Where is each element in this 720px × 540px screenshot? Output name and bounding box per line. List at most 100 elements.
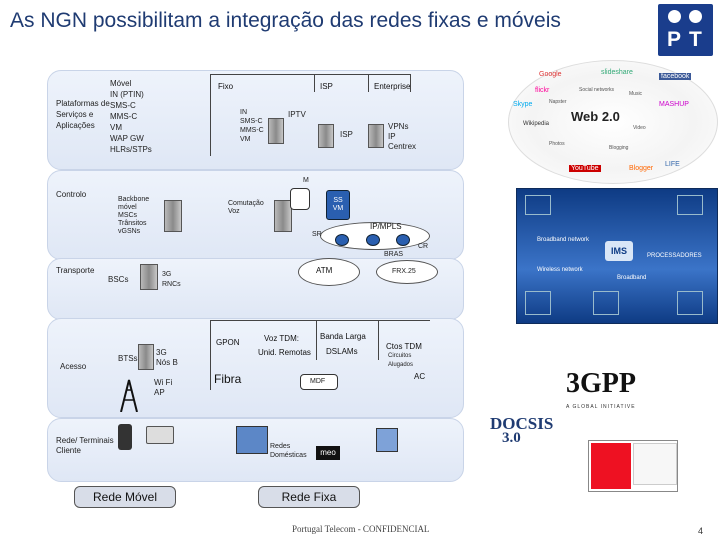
web20-graphic: Web 2.0 Google slideshare facebook flick… [508,60,718,184]
bts-label: BTSs [118,354,138,363]
service-item: HLRs/STPs [110,145,152,154]
comutacao-label: Comutação Voz [228,200,264,216]
connector-line [410,74,411,92]
cr-label: CR [418,243,429,250]
fixo-services: IN SMS-C MMS-C VM [240,108,264,144]
fixo-label: Fixo [218,82,234,91]
layer-label-transporte: Transporte [56,266,95,275]
comutacao-text: Comutação [228,200,264,207]
ip-label: IP [388,132,396,141]
backbone-text: MSCs [118,212,138,219]
rncs-text: RNCs [162,281,181,288]
connector-line [210,320,430,321]
iptv-server-icon [268,118,284,144]
nodeb-text: 3G [156,348,167,357]
service-item: MMS-C [110,112,138,121]
web20-tag: Photos [549,141,565,147]
confidential-note: Portugal Telecom - CONFIDENCIAL [292,524,430,534]
redes-domesticas-text: Redes [270,443,291,450]
m-label: M [303,177,309,184]
meo-box: meo [316,446,340,460]
rncs-text: 3G [162,271,172,278]
ims-label: IMS [605,241,633,261]
service-item: SMS-C [110,101,136,110]
dslams-label: DSLAMs [326,347,358,356]
vpns-label: VPNs [388,122,409,131]
bts-server-icon [138,344,154,370]
web20-tag: Google [539,71,562,78]
backbone-server-icon [164,200,182,232]
enterprise-services: VPNs IP Centrex [388,122,416,152]
web20-tag: Music [629,91,643,97]
connector-line [314,74,315,92]
mdf-box [300,374,338,390]
ims-device-icon [593,291,619,315]
phone-icon [118,424,132,450]
ims-caption: PROCESSADORES [647,253,702,259]
threegpp-logo: 3GPP [566,368,636,399]
connector-line [368,74,369,92]
pc-icon [236,426,268,454]
page-title: As NGN possibilitam a integração das red… [10,9,561,32]
layer-label-acesso: Acesso [60,362,87,371]
ssvm-text: VM [332,205,344,212]
threegpp-subtitle: A GLOBAL INITIATIVE [566,404,636,410]
ssvm-router-icon: SS VM [326,190,350,220]
service-item: IN (PTIN) [110,90,144,99]
m-box [290,188,310,210]
band-plataformas [47,70,464,170]
comutacao-server-icon [274,200,292,232]
router-icon [366,234,380,246]
docsis-logo: DOCSIS [490,414,554,433]
backbone-text: vGSNs [118,228,141,235]
web20-tag: LIFE [665,161,680,168]
connector-line [210,74,211,156]
service-item: VM [110,123,122,132]
web20-tag: Blogging [609,145,629,151]
centrex-label: Centrex [388,142,417,151]
iptv-label: IPTV [288,110,306,119]
circuitos-label: Circuitos Alugados [388,352,413,370]
logo-letter-p: P [667,28,682,51]
wifi-text: AP [154,388,165,397]
frx25-label: FRX.25 [392,268,416,275]
rncs-label: 3G RNCs [162,270,181,290]
ac-label: AC [414,372,426,381]
ims-device-icon [525,195,551,215]
bscs-server-icon [140,264,158,290]
isp-server-icon [318,124,334,148]
ims-caption: Broadband network [537,237,590,243]
backbone-text: Trânsitos [118,220,147,227]
service-item: Móvel [110,79,132,88]
uni-remotas-label: Unid. Remotas [258,348,311,357]
fixo-item: MMS-C [240,127,264,134]
web20-tag: YouTube [569,165,601,172]
ssvm-text: SS [333,197,343,204]
logo-dot-left [668,10,681,23]
web20-tag: MASHUP [659,101,689,108]
wifi-label: Wi Fi AP [154,378,172,398]
ims-device-icon [525,291,551,315]
web20-tag: slideshare [601,69,633,76]
bscs-label: BSCs [108,275,129,284]
cable-modem-panel [591,443,631,489]
nodeb-label: 3G Nós B [156,348,178,368]
service-item: WAP GW [110,134,144,143]
web20-tag: Skype [513,101,533,108]
ims-caption: Broadband [617,275,647,281]
circuitos-text: Circuitos [388,353,412,359]
ims-caption: Wireless network [537,267,583,273]
connector-line [316,320,317,360]
redes-domesticas-label: Redes Domésticas [270,442,307,460]
connector-line [378,320,379,360]
enterprise-server-icon [368,124,384,148]
redes-domesticas-text: Domésticas [270,452,307,459]
logo-dot-right [689,10,702,23]
banda-larga-label: Banda Larga [320,332,366,341]
ctos-tdm-label: Ctos TDM [386,342,422,351]
logo-letter-t: T [689,28,702,51]
router-icon [335,234,349,246]
pt-logo: P T [658,4,713,56]
comutacao-text: Voz [228,208,240,215]
web20-tag: Social networks [579,87,615,93]
